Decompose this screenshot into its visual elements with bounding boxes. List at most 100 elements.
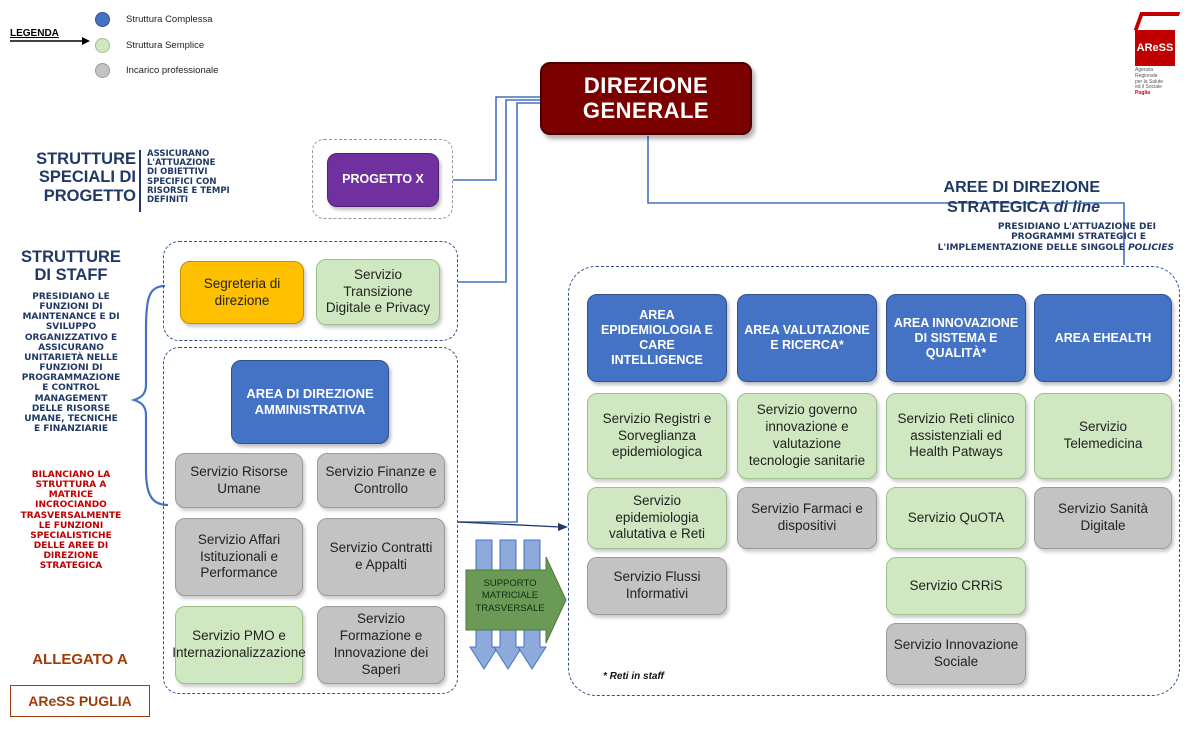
staff-matrix-line: SPECIALISTICHE (30, 530, 112, 541)
admin-service-label: Servizio Risorse Umane (190, 463, 288, 496)
staff-container (163, 241, 458, 341)
supporto-line: SUPPORTO (483, 578, 537, 589)
area-ehealth-box: AREA EHEALTH (1034, 294, 1172, 382)
legend-item-complessa: Struttura Complessa (126, 14, 213, 25)
staff-description-line: ORGANIZZATIVO E (24, 332, 118, 343)
staff-description-line: SVILUPPO (45, 322, 97, 333)
legend-item-incarico: Incarico professionale (126, 65, 219, 76)
area4-service-1: Servizio Telemedicina (1034, 393, 1172, 479)
area1-service-2: Servizio epidemiologia valutativa e Reti (587, 487, 727, 549)
area-service-label: Servizio Reti clinico assistenziali ed H… (897, 410, 1015, 460)
staff-description-line: DELLE RISORSE (31, 403, 111, 414)
staff-heading-line: STRUTTURE (21, 248, 121, 266)
logo-mark-text: AReSS (1136, 42, 1174, 54)
logo-region: Puglia (1135, 90, 1151, 96)
area-service-label: Servizio Telemedicina (1063, 419, 1143, 451)
progetto-description-line: DI OBIETTIVI (147, 167, 208, 178)
allegato-badge: AReSS PUGLIA (10, 685, 150, 717)
supporto-line: MATRICIALE (481, 590, 539, 602)
logo-subtitle-line: Agenzia (1135, 67, 1154, 73)
logo-mark: AReSS (1135, 30, 1175, 66)
area-service-label: Servizio CRRiS (909, 577, 1003, 593)
admin-area-box: AREA DI DIREZIONE AMMINISTRATIVA (231, 360, 389, 444)
segreteria-label: Segreteria di direzione (203, 275, 281, 308)
strategica-subtitle: PRESIDIANO L'ATTUAZIONE DEI PROGRAMMI ST… (850, 222, 1174, 253)
segreteria-box: Segreteria di direzione (180, 261, 304, 324)
area2-service-1: Servizio governo innovazione e valutazio… (737, 393, 877, 479)
staff-matrix-line: STRUTTURA A (35, 480, 107, 491)
area-label: AREA INNOVAZIONE DI SISTEMA E QUALITÀ* (893, 315, 1019, 360)
area-label: AREA VALUTAZIONE E RICERCA* (744, 323, 870, 352)
staff-matrix-line: LE FUNZIONI (38, 520, 104, 531)
area-service-label: Servizio QuOTA (907, 509, 1005, 525)
progetto-description-line: RISORSE E TEMPI (147, 185, 230, 196)
area-epidemiologia-box: AREA EPIDEMIOLOGIA E CARE INTELLIGENCE (587, 294, 727, 382)
admin-service-2: Servizio Finanze e Controllo (317, 453, 445, 508)
progetto-x-box: PROGETTO X (327, 153, 439, 207)
allegato-title: ALLEGATO A (32, 651, 128, 668)
allegato-badge-text: AReSS PUGLIA (28, 693, 132, 709)
logo-subtitle-line: ed il Sociale (1135, 84, 1162, 91)
admin-service-6: Servizio Formazione e Innovazione dei Sa… (317, 606, 445, 684)
area-label: AREA EPIDEMIOLOGIA E CARE INTELLIGENCE (600, 308, 714, 367)
staff-description-line: PROGRAMMAZIONE (21, 373, 121, 384)
supporto-label: SUPPORTO MATRICIALE TRASVERSALE (468, 578, 552, 615)
staff-heading: STRUTTURE DI STAFF (10, 248, 132, 285)
admin-service-label: Servizio PMO e Internazionalizzazione (172, 628, 306, 660)
staff-description-line: UNITARIETÀ NELLE (24, 352, 118, 363)
admin-container (163, 347, 458, 694)
area-service-label: Servizio Innovazione Sociale (893, 637, 1019, 669)
supporto-arrows (465, 539, 567, 670)
legend-item-semplice: Struttura Semplice (126, 40, 205, 51)
progetto-heading-line: STRUTTURE (36, 150, 136, 168)
progetto-description: ASSICURANO L'ATTUAZIONE DI OBIETTIVI SPE… (147, 149, 230, 205)
legend: LEGENDA Struttura Complessa Struttura Se… (0, 0, 240, 80)
admin-service-label: Servizio Contratti e Appalti (329, 540, 433, 572)
logo-subtitle-line: per la Salute (1135, 78, 1164, 85)
right-arrow-icon (465, 556, 567, 644)
supporto-line: TRASVERSALE (475, 602, 545, 614)
staff-description-line: FUNZIONI DI (39, 302, 103, 313)
strategica-sub-line: PROGRAMMI STRATEGICI E (1011, 232, 1146, 243)
legend-dot-semplice (95, 38, 110, 53)
area3-service-1: Servizio Reti clinico assistenziali ed H… (886, 393, 1026, 479)
strategica-container (568, 266, 1180, 696)
progetto-heading-line: SPECIALI DI (38, 168, 136, 187)
admin-service-label: Servizio Formazione e Innovazione dei Sa… (333, 611, 429, 677)
admin-service-label: Servizio Finanze e Controllo (325, 463, 437, 496)
area-service-label: Servizio Sanità Digitale (1057, 501, 1149, 533)
direzione-generale-box: DIREZIONE GENERALE (540, 62, 752, 135)
strategica-heading: AREE DI DIREZIONE STRATEGICA di line (900, 178, 1100, 217)
progetto-description-line: DEFINITI (147, 194, 189, 205)
area-service-label: Servizio epidemiologia valutativa e Reti (608, 492, 706, 542)
progetto-x-label: PROGETTO X (342, 172, 424, 187)
progetto-heading: STRUTTURE SPECIALI DI PROGETTO (28, 150, 136, 205)
legend-dot-complessa (95, 12, 110, 27)
admin-service-label: Servizio Affari Istituzionali e Performa… (197, 531, 281, 581)
reti-staff-note: * Reti in staff (603, 671, 664, 682)
area-service-label: Servizio governo innovazione e valutazio… (748, 402, 866, 468)
progetto-container (312, 139, 453, 219)
area3-service-3: Servizio CRRiS (886, 557, 1026, 615)
logo-subtitle: Agenzia Regionale per la Salute ed il So… (1135, 67, 1164, 97)
area1-service-1: Servizio Registri e Sorveglianza epidemi… (587, 393, 727, 479)
staff-description-line: ASSICURANO (38, 342, 104, 353)
admin-area-label: AREA DI DIREZIONE AMMINISTRATIVA (246, 386, 374, 417)
strategica-sub-line: PRESIDIANO L'ATTUAZIONE DEI (997, 222, 1156, 232)
legend-dot-incarico (95, 63, 110, 78)
staff-description-line: E FINANZIARIE (33, 424, 109, 435)
staff-description-line: PRESIDIANO LE (32, 292, 110, 302)
admin-service-4: Servizio Contratti e Appalti (317, 518, 445, 596)
staff-matrix-line: BILANCIANO LA (31, 470, 111, 480)
area-valutazione-box: AREA VALUTAZIONE E RICERCA* (737, 294, 877, 382)
strategica-sub-line: L'IMPLEMENTAZIONE DELLE SINGOLE (937, 242, 1129, 253)
staff-matrix-line: INCROCIANDO (35, 500, 107, 511)
admin-service-1: Servizio Risorse Umane (175, 453, 303, 508)
area3-service-2: Servizio QuOTA (886, 487, 1026, 549)
area-innovazione-box: AREA INNOVAZIONE DI SISTEMA E QUALITÀ* (886, 294, 1026, 382)
progetto-description-line: SPECIFICI CON (147, 176, 217, 187)
aress-logo: AReSS Agenzia Regionale per la Salute ed… (1133, 12, 1181, 102)
staff-matrix-line: STRATEGICA (39, 561, 103, 572)
admin-service-3: Servizio Affari Istituzionali e Performa… (175, 518, 303, 596)
